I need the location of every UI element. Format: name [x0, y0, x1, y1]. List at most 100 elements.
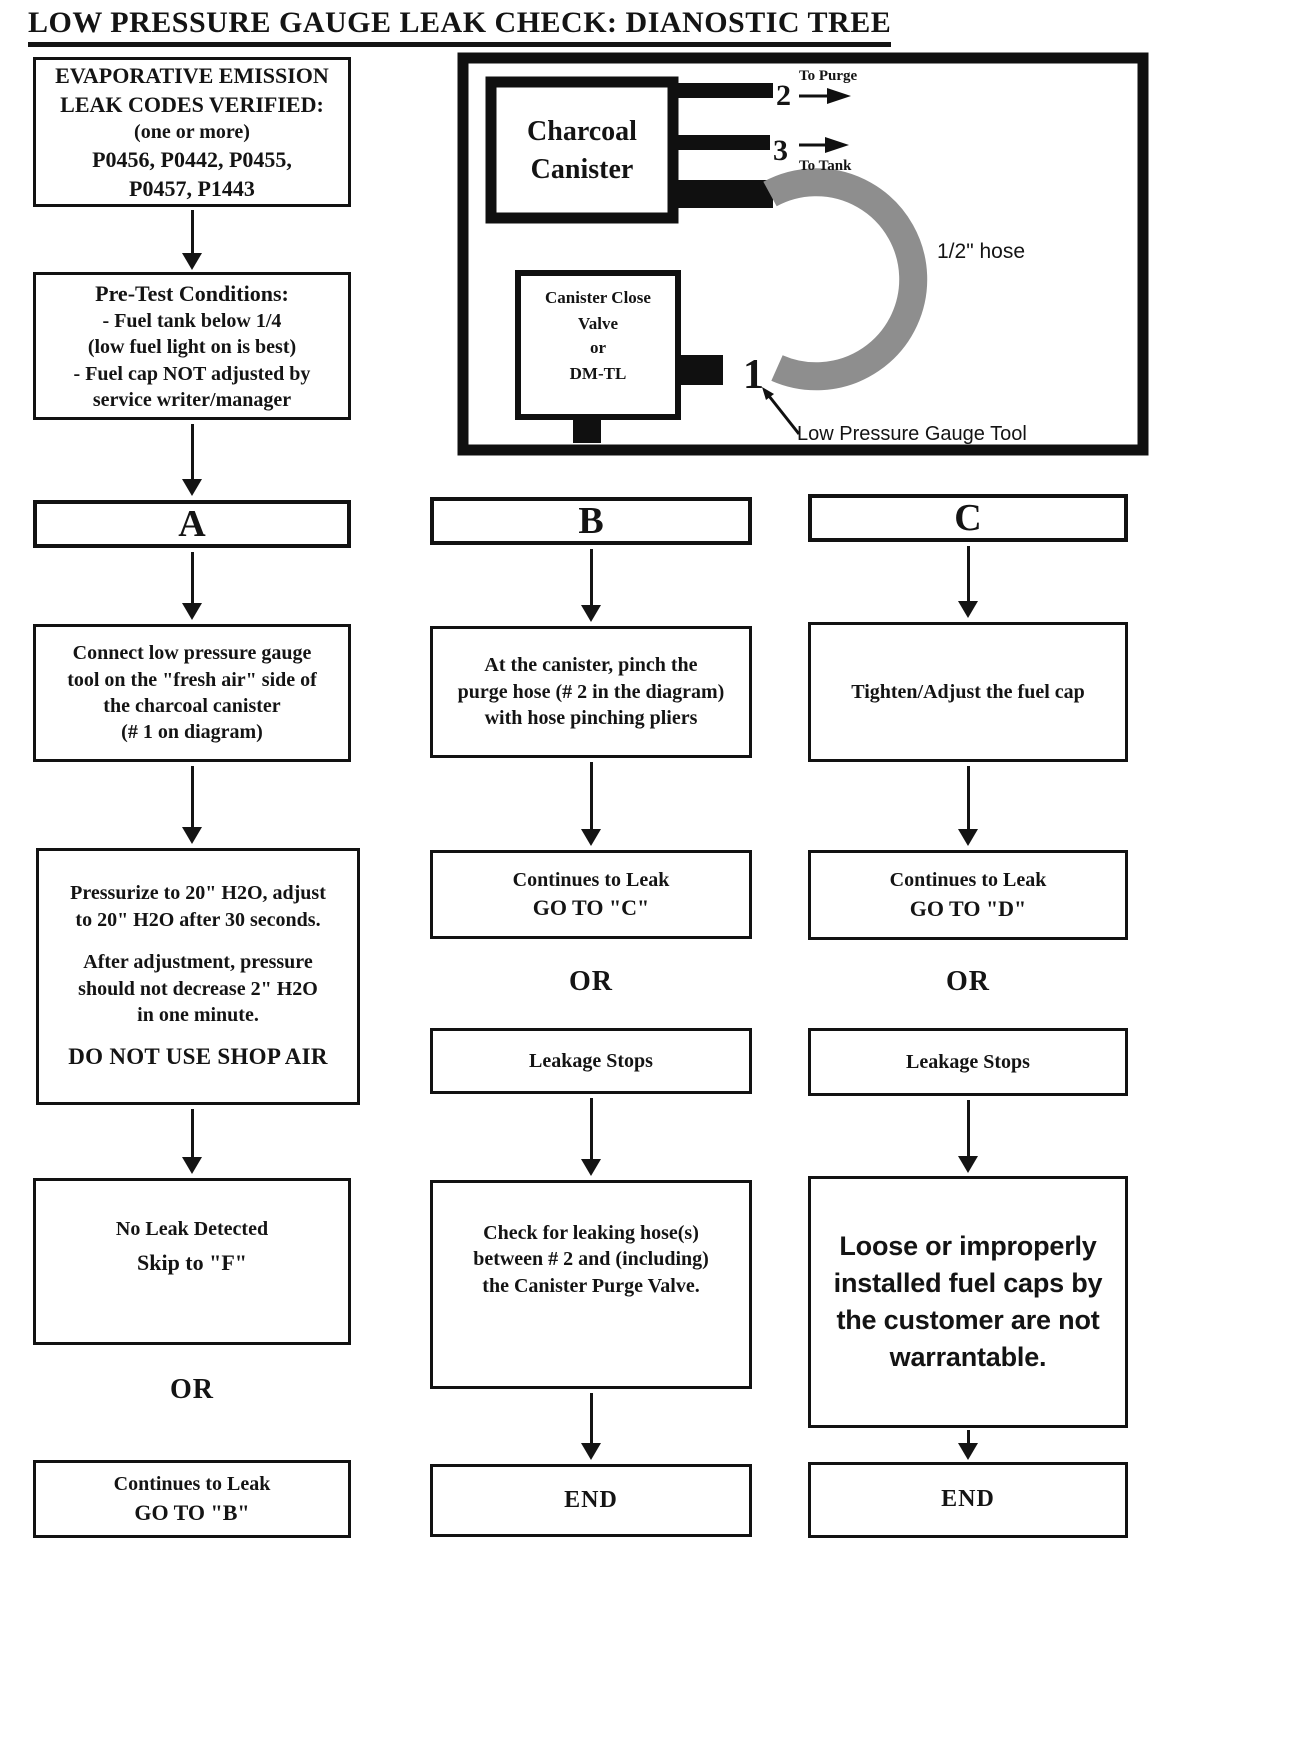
go-to-c-text: GO TO "C" [532, 895, 650, 921]
to-purge-arrowhead-icon [827, 88, 851, 104]
half-inch-hose-curve [763, 168, 928, 391]
valve-bottom-port [573, 417, 601, 443]
step-connect-box: Connect low pressure gauge tool on the "… [33, 624, 351, 762]
fresh-air-hose [669, 180, 773, 208]
warranty-note-text: Loose or improperly installed fuel caps … [833, 1230, 1103, 1373]
arrowhead-down-icon [182, 253, 202, 270]
tank-hose [669, 135, 770, 150]
header-a-label: A [178, 503, 206, 545]
check-hoses-box: Check for leaking hose(s) between # 2 an… [430, 1180, 752, 1389]
to-tank-arrowhead-icon [825, 137, 849, 153]
canister-label-line1: Charcoal [527, 116, 637, 147]
pinch-hose-text: At the canister, pinch the purge hose (#… [457, 654, 725, 730]
go-to-d-text: GO TO "D" [909, 895, 1027, 921]
codes-heading: EVAPORATIVE EMISSION LEAK CODES VERIFIED… [55, 62, 329, 117]
flow-arrow [957, 546, 979, 618]
end-box-b: END [430, 1464, 752, 1537]
result-continues-box-b: Continues to Leak GO TO "C" [430, 850, 752, 939]
canister-label-line2: Canister [531, 154, 634, 185]
gauge-tool-label: Low Pressure Gauge Tool [797, 423, 1027, 445]
skip-to-f-text: Skip to "F" [136, 1250, 247, 1276]
arrowhead-down-icon [182, 827, 202, 844]
flow-arrow [957, 766, 979, 846]
pressure-hold-text: After adjustment, pressure should not de… [78, 951, 318, 1026]
check-hoses-text: Check for leaking hose(s) between # 2 an… [473, 1221, 709, 1297]
arrowhead-down-icon [581, 1443, 601, 1460]
header-c-label: C [954, 497, 982, 539]
flow-arrow [181, 424, 203, 496]
leakage-stops-box-b: Leakage Stops [430, 1028, 752, 1094]
header-c-box: C [808, 494, 1128, 542]
arrowhead-down-icon [581, 1159, 601, 1176]
flow-arrow [580, 1098, 602, 1176]
header-b-box: B [430, 497, 752, 545]
step-tighten-cap-box: Tighten/Adjust the fuel cap [808, 622, 1128, 762]
purge-hose [669, 83, 773, 98]
step-pinch-hose-box: At the canister, pinch the purge hose (#… [430, 626, 752, 758]
flow-arrow [181, 552, 203, 620]
panel-border [457, 52, 1149, 456]
warranty-note-box: Loose or improperly installed fuel caps … [808, 1176, 1128, 1428]
continues-leak-text-a: Continues to Leak [113, 1473, 271, 1496]
leakage-stops-box-c: Leakage Stops [808, 1028, 1128, 1096]
gauge-tool-pointer-head-icon [762, 387, 774, 400]
flow-arrow [957, 1100, 979, 1173]
valve-label-line2: Valve [578, 314, 618, 333]
codes-list: P0456, P0442, P0455, P0457, P1443 [92, 147, 292, 202]
step-pressurize-box: Pressurize to 20" H2O, adjust to 20" H2O… [36, 848, 360, 1105]
valve-label-line3: or [590, 338, 607, 357]
canister-diagram-panel: Charcoal Canister 2 To Purge 3 To Tank C… [455, 50, 1155, 460]
end-label-c: END [941, 1486, 995, 1513]
arrowhead-down-icon [182, 1157, 202, 1174]
header-b-label: B [578, 500, 604, 542]
end-box-c: END [808, 1462, 1128, 1538]
gauge-tool-pointer-icon [767, 395, 801, 435]
page-title: LOW PRESSURE GAUGE LEAK CHECK: DIANOSTIC… [28, 6, 892, 47]
leakage-stops-text-b: Leakage Stops [529, 1049, 653, 1072]
flow-arrow [181, 210, 203, 270]
arrowhead-down-icon [958, 829, 978, 846]
end-label-b: END [564, 1486, 618, 1513]
result-continues-box-c: Continues to Leak GO TO "D" [808, 850, 1128, 940]
arrowhead-down-icon [581, 605, 601, 622]
flow-arrow [957, 1430, 979, 1460]
to-purge-label: To Purge [799, 68, 858, 84]
to-tank-label: To Tank [799, 158, 852, 174]
canister-diagram: Charcoal Canister 2 To Purge 3 To Tank C… [457, 52, 1149, 456]
continues-leak-text-c: Continues to Leak [889, 869, 1047, 892]
tighten-cap-text: Tighten/Adjust the fuel cap [851, 680, 1085, 703]
flow-arrow [580, 549, 602, 622]
arrowhead-down-icon [958, 601, 978, 618]
codes-box: EVAPORATIVE EMISSION LEAK CODES VERIFIED… [33, 57, 351, 207]
pretest-box: Pre-Test Conditions: - Fuel tank below 1… [33, 272, 351, 420]
flow-arrow [181, 766, 203, 844]
flow-arrow [580, 1393, 602, 1460]
arrowhead-down-icon [581, 829, 601, 846]
hose-1-number: 1 [743, 352, 764, 398]
flow-arrow [580, 762, 602, 846]
arrowhead-down-icon [958, 1156, 978, 1173]
result-no-leak-box: No Leak Detected Skip to "F" [33, 1178, 351, 1345]
no-leak-text: No Leak Detected [115, 1217, 269, 1240]
pretest-heading: Pre-Test Conditions: [95, 280, 289, 306]
result-continues-box-a: Continues to Leak GO TO "B" [33, 1460, 351, 1538]
arrowhead-down-icon [182, 479, 202, 496]
charcoal-canister-box [485, 76, 679, 224]
continues-leak-text-b: Continues to Leak [512, 868, 670, 891]
or-label-c: OR [946, 966, 990, 997]
step-connect-text: Connect low pressure gauge tool on the "… [67, 642, 317, 744]
valve-label-line4: DM-TL [570, 364, 627, 383]
codes-subtitle: (one or more) [134, 120, 250, 143]
arrowhead-down-icon [182, 603, 202, 620]
shop-air-warning: DO NOT USE SHOP AIR [68, 1044, 328, 1070]
valve-label-line1: Canister Close [545, 288, 651, 307]
arrowhead-down-icon [958, 1443, 978, 1460]
hose-size-label: 1/2" hose [937, 240, 1025, 263]
pressurize-text: Pressurize to 20" H2O, adjust to 20" H2O… [70, 882, 326, 931]
valve-right-port [675, 355, 723, 385]
flow-arrow [181, 1109, 203, 1174]
header-a-box: A [33, 500, 351, 548]
leakage-stops-text-c: Leakage Stops [906, 1050, 1030, 1073]
hose-3-number: 3 [773, 134, 788, 167]
